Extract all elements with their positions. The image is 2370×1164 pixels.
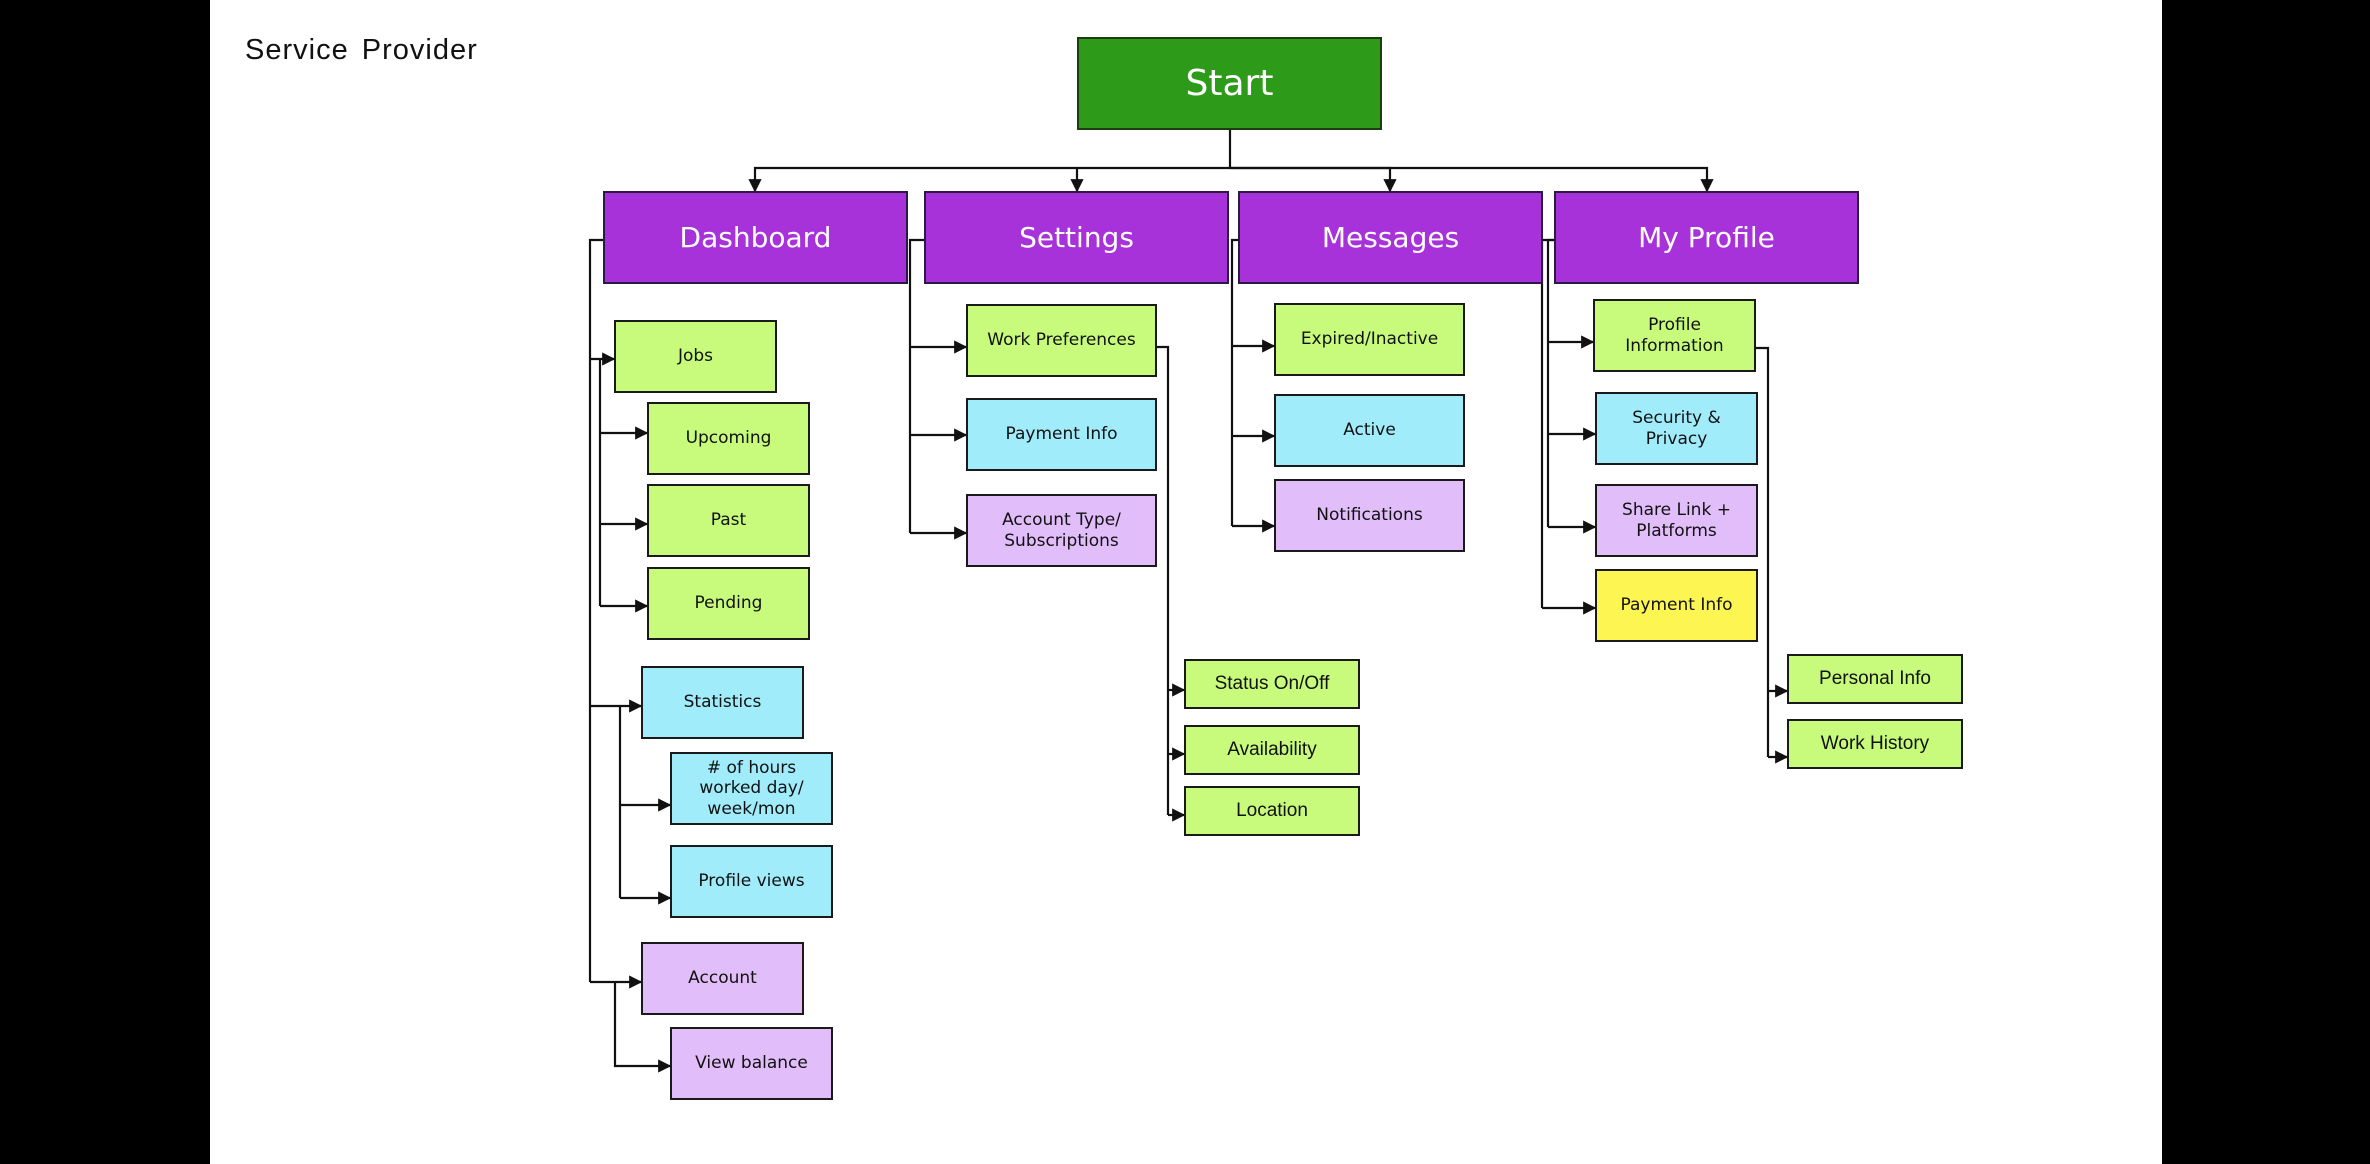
account-node[interactable]: Account [641,942,804,1015]
start-node[interactable]: Start [1077,37,1382,130]
connector-line [1546,238,1554,527]
past-node[interactable]: Past [647,484,810,557]
connector-line [1230,166,1397,193]
status-on-off-node[interactable]: Status On/Off [1184,659,1360,709]
dashboard-node[interactable]: Dashboard [603,191,908,284]
personal-info-node[interactable]: Personal Info [1787,654,1963,704]
share-link-node[interactable]: Share Link + Platforms [1595,484,1758,557]
connector-line [613,982,672,1073]
connector-line [1756,346,1770,757]
my-profile-node[interactable]: My Profile [1554,191,1859,284]
notifications-node[interactable]: Notifications [1274,479,1465,552]
location-node[interactable]: Location [1184,786,1360,836]
settings-node[interactable]: Settings [924,191,1229,284]
profile-information-node[interactable]: Profile Information [1593,299,1756,372]
connector-line [1157,345,1170,815]
availability-node[interactable]: Availability [1184,725,1360,775]
jobs-node[interactable]: Jobs [614,320,777,393]
upcoming-node[interactable]: Upcoming [647,402,810,475]
statistics-node[interactable]: Statistics [641,666,804,739]
connector-line [1230,166,1714,193]
expired-inactive-node[interactable]: Expired/Inactive [1274,303,1465,376]
connector-line [908,238,924,533]
profile-views-node[interactable]: Profile views [670,845,833,918]
connector-line [748,166,1230,193]
settings-payment-info-node[interactable]: Payment Info [966,398,1157,471]
work-history-node[interactable]: Work History [1787,719,1963,769]
profile-payment-info-node[interactable]: Payment Info [1595,569,1758,642]
messages-node[interactable]: Messages [1238,191,1543,284]
view-balance-node[interactable]: View balance [670,1027,833,1100]
work-preferences-node[interactable]: Work Preferences [966,304,1157,377]
connector-line [1230,238,1238,526]
security-privacy-node[interactable]: Security & Privacy [1595,392,1758,465]
page-title: Service Provider [245,34,478,66]
active-node[interactable]: Active [1274,394,1465,467]
hours-worked-node[interactable]: # of hours worked day/ week/mon [670,752,833,825]
pending-node[interactable]: Pending [647,567,810,640]
account-type-node[interactable]: Account Type/ Subscriptions [966,494,1157,567]
connector-line [588,238,603,982]
